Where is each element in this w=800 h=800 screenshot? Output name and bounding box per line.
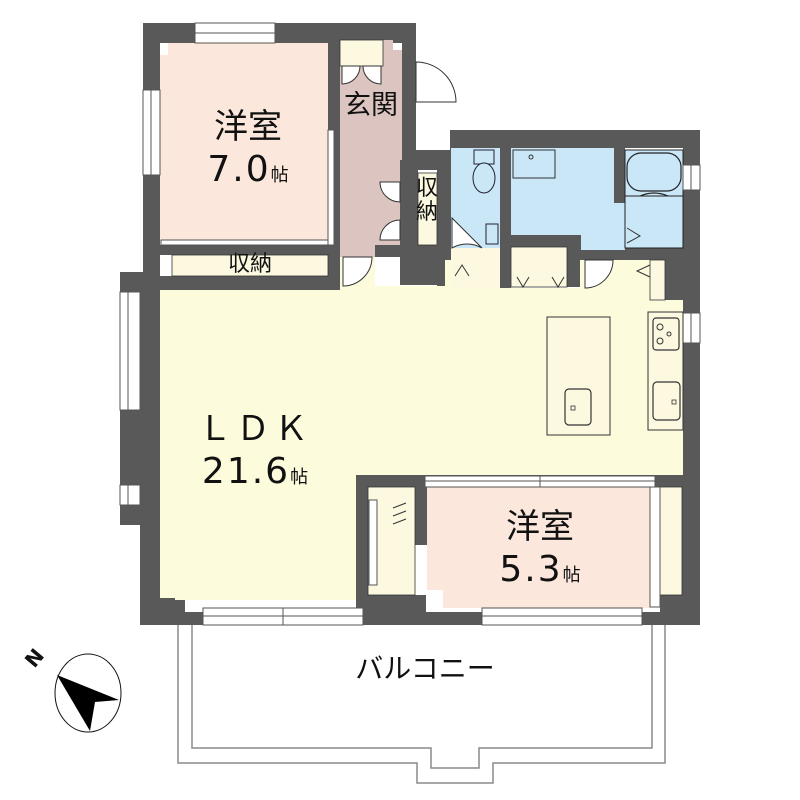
room-unit: 帖 xyxy=(562,565,581,586)
storage-2-floor xyxy=(417,172,438,246)
room-unit: 帖 xyxy=(270,165,289,186)
toilet-fixture xyxy=(472,149,499,245)
windows xyxy=(119,22,701,626)
western-room-2-label: 洋室 5.3帖 xyxy=(460,510,620,588)
room-name: 洋室 xyxy=(214,107,282,147)
entrance-floor xyxy=(340,40,402,257)
kitchen-side-storage xyxy=(649,259,666,301)
bathtub xyxy=(626,152,682,192)
folding-door-marks xyxy=(392,264,651,525)
washroom-storage xyxy=(510,246,568,288)
balcony-label: バルコニー xyxy=(355,652,495,685)
storage-2-label: 収 納 xyxy=(413,178,441,224)
room-size: 21.6 xyxy=(201,451,291,492)
storage-1-label: 収納 xyxy=(227,252,272,277)
western-room-1-label: 洋室 7.0帖 xyxy=(168,110,328,188)
kitchen-sink xyxy=(652,381,681,421)
western-room-2-floor xyxy=(427,487,650,608)
shoe-cabinet xyxy=(339,39,384,67)
storage-2-line1: 収 xyxy=(415,176,438,201)
storage-2-line2: 納 xyxy=(415,200,438,225)
vanity-fixture xyxy=(512,149,556,179)
room-name: 洋室 xyxy=(506,507,574,547)
doors xyxy=(341,61,614,289)
room-unit: 帖 xyxy=(290,467,309,488)
ldk-label: ＬＤＫ 21.6帖 xyxy=(180,412,330,490)
entrance-label: 玄関 xyxy=(344,90,398,121)
room-size: 5.3 xyxy=(499,549,563,590)
storage-1-floor xyxy=(171,254,329,277)
walls xyxy=(120,23,700,625)
stove xyxy=(652,317,680,351)
room-name: ＬＤＫ xyxy=(198,409,312,449)
compass-icon xyxy=(54,653,122,733)
toilet-hall xyxy=(451,248,500,288)
island-sink xyxy=(564,388,592,426)
western-room-1-floor xyxy=(160,43,328,245)
closet-right-room-2 xyxy=(659,486,683,596)
room-size: 7.0 xyxy=(207,149,271,190)
balcony-outline xyxy=(177,624,666,784)
